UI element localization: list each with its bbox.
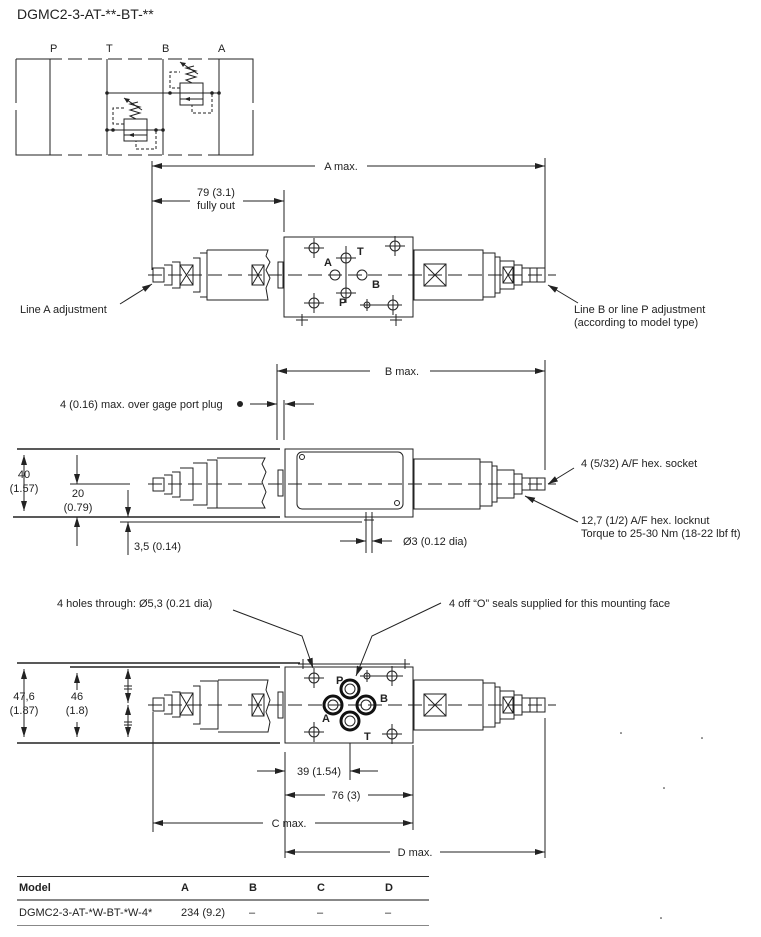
cell-c: – bbox=[315, 900, 383, 926]
locknut-label-1: 12,7 (1/2) A/F hex. locknut bbox=[581, 515, 709, 527]
b-max-label: B max. bbox=[385, 366, 419, 378]
height-46-in: (1.8) bbox=[66, 705, 89, 717]
hydraulic-schematic: P T B A bbox=[15, 43, 254, 156]
top-port-p: P bbox=[339, 297, 346, 309]
bottom-view: 4 holes through: Ø5,3 (0.21 dia) 4 off “… bbox=[10, 598, 703, 919]
bottom-port-b: B bbox=[380, 693, 388, 705]
gage-port-plug-label: 4 (0.16) max. over gage port plug bbox=[60, 399, 223, 411]
cell-d: – bbox=[383, 900, 429, 926]
center-20-mm: 20 bbox=[72, 488, 84, 500]
line-b-adjustment-label-1: Line B or line P adjustment bbox=[574, 304, 705, 316]
bottom-port-p: P bbox=[336, 675, 343, 687]
top-port-a: A bbox=[324, 257, 332, 269]
locknut-torque-label: Torque to 25-30 Nm (18-22 lbf ft) bbox=[581, 528, 741, 540]
height-47-6-mm: 47,6 bbox=[13, 691, 34, 703]
col-b: B bbox=[247, 876, 315, 901]
col-c: C bbox=[315, 876, 383, 901]
col-d: D bbox=[383, 876, 429, 901]
o-seals-label: 4 off “O” seals supplied for this mounti… bbox=[449, 598, 670, 610]
table-row: DGMC2-3-AT-*W-BT-*W-4* 234 (9.2) – – – bbox=[17, 900, 429, 926]
hex-socket-label: 4 (5/32) A/F hex. socket bbox=[581, 458, 697, 470]
bottom-port-t: T bbox=[364, 731, 371, 743]
mounting-holes-label: 4 holes through: Ø5,3 (0.21 dia) bbox=[57, 598, 212, 610]
center-20-in: (0.79) bbox=[64, 502, 93, 514]
top-port-t: T bbox=[357, 246, 364, 258]
height-47-6-in: (1.87) bbox=[10, 705, 39, 717]
col-a: A bbox=[179, 876, 247, 901]
fully-out-value: 79 (3.1) bbox=[197, 187, 235, 199]
drawing-title: DGMC2-3-AT-**-BT-** bbox=[17, 6, 154, 22]
line-b-adjustment-label-2: (according to model type) bbox=[574, 317, 698, 329]
dimension-39-label: 39 (1.54) bbox=[297, 766, 341, 778]
col-model: Model bbox=[17, 876, 179, 901]
pin-diameter-label: Ø3 (0.12 dia) bbox=[403, 536, 467, 548]
offset-3-5-label: 3,5 (0.14) bbox=[134, 541, 181, 553]
height-46-mm: 46 bbox=[71, 691, 83, 703]
top-port-b: B bbox=[372, 279, 380, 291]
table-header-row: Model A B C D bbox=[17, 876, 429, 901]
schematic-port-t: T bbox=[106, 43, 113, 55]
schematic-port-a: A bbox=[218, 43, 226, 55]
top-view: A max. 79 (3.1) fully out bbox=[20, 158, 705, 329]
cell-model: DGMC2-3-AT-*W-BT-*W-4* bbox=[17, 900, 179, 926]
a-max-label: A max. bbox=[324, 161, 358, 173]
dimension-76-label: 76 (3) bbox=[332, 790, 361, 802]
side-view: B max. 4 (0.16) max. over gage port plug… bbox=[10, 360, 741, 555]
d-max-label: D max. bbox=[398, 847, 433, 859]
schematic-port-p: P bbox=[50, 43, 57, 55]
cell-b: – bbox=[247, 900, 315, 926]
height-40-mm: 40 bbox=[18, 469, 30, 481]
cell-a: 234 (9.2) bbox=[179, 900, 247, 926]
fully-out-label: fully out bbox=[197, 200, 235, 212]
bottom-port-a: A bbox=[322, 713, 330, 725]
dimensions-table: Model A B C D DGMC2-3-AT-*W-BT-*W-4* 234… bbox=[17, 876, 429, 926]
line-a-adjustment-label: Line A adjustment bbox=[20, 304, 107, 316]
c-max-label: C max. bbox=[272, 818, 307, 830]
schematic-port-b: B bbox=[162, 43, 169, 55]
height-40-in: (1.57) bbox=[10, 483, 39, 495]
